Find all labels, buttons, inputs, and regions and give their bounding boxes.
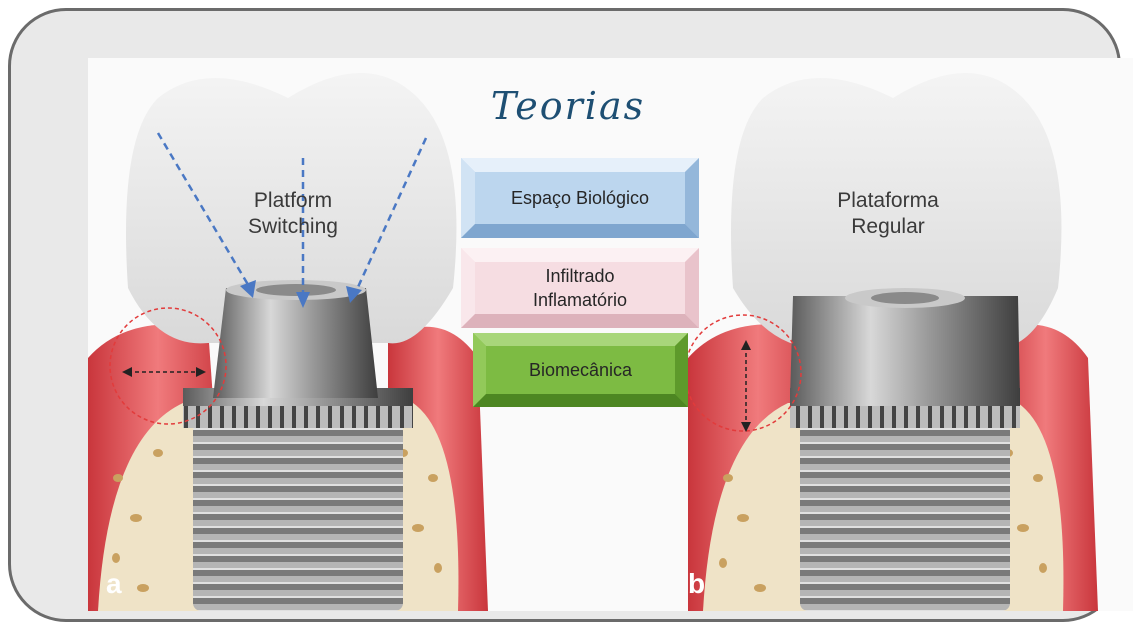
theory-espaco-biologico-label: Espaço Biológico — [511, 186, 649, 210]
label-plataforma-regular: Plataforma Regular — [813, 188, 963, 240]
implant-body-b — [800, 423, 1010, 611]
theory-infiltrado-inflamatorio: Infiltrado Inflamatório — [461, 248, 699, 328]
theory-infiltrado-line2: Inflamatório — [533, 288, 627, 312]
abutment-b — [790, 296, 1020, 398]
implant-body-a — [193, 423, 403, 611]
theory-biomecanica-label: Biomecânica — [529, 358, 632, 382]
implant-collar-b — [790, 403, 1020, 428]
label-platform-switching-line2: Switching — [218, 214, 368, 240]
illustration-panel: Teorias Platform Switching Plataforma Re… — [88, 58, 1133, 611]
diagram-title: Teorias — [418, 84, 718, 128]
theory-biomecanica: Biomecânica — [473, 333, 688, 407]
theory-infiltrado-label: Infiltrado Inflamatório — [533, 264, 627, 312]
slide-frame: Teorias Platform Switching Plataforma Re… — [8, 8, 1121, 622]
label-platform-switching-line1: Platform — [218, 188, 368, 214]
label-platform-switching: Platform Switching — [218, 188, 368, 240]
panel-letter-a: a — [106, 568, 122, 600]
theory-espaco-biologico: Espaço Biológico — [461, 158, 699, 238]
implant-b — [685, 73, 1098, 611]
implant-collar-a — [183, 403, 413, 428]
abutment-a — [213, 288, 378, 398]
implant-a — [88, 73, 488, 611]
label-plataforma-regular-line2: Regular — [813, 214, 963, 240]
panel-letter-b: b — [688, 568, 705, 600]
theory-infiltrado-line1: Infiltrado — [533, 264, 627, 288]
label-plataforma-regular-line1: Plataforma — [813, 188, 963, 214]
